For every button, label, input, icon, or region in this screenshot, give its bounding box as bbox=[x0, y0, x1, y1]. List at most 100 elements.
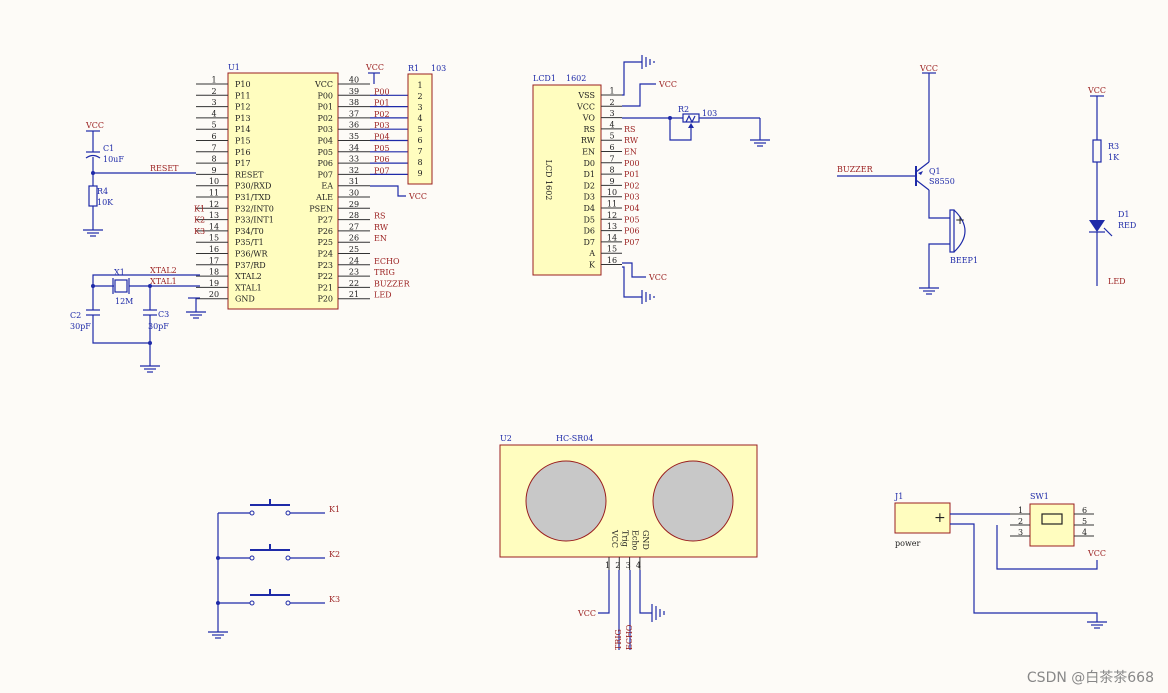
c1-plate-curved-icon bbox=[85, 154, 101, 159]
reset-circuit: VCC C1 10uF RESET R4 10K bbox=[83, 121, 196, 237]
lcd-pin-number: 6 bbox=[609, 143, 614, 152]
mcu-pin-number: 2 bbox=[211, 87, 216, 96]
c3-value: 30pF bbox=[148, 322, 169, 331]
mcu-pin-name: P05 bbox=[317, 148, 333, 157]
mcu-pin-name: P23 bbox=[317, 261, 333, 270]
lcd-pin-number: 10 bbox=[607, 188, 617, 197]
lcd-pin-name: EN bbox=[582, 148, 595, 157]
u2-part: HC-SR04 bbox=[556, 434, 593, 443]
lcd-pin-net-label: P00 bbox=[624, 159, 640, 168]
led-net-label: LED bbox=[1108, 277, 1126, 286]
crystal-value: 12M bbox=[115, 297, 133, 306]
mcu-pin-net-label: K1 bbox=[194, 204, 205, 213]
r3-resistor-icon bbox=[1092, 139, 1102, 163]
mcu-pin-name: P12 bbox=[235, 103, 251, 112]
lcd-pin-number: 7 bbox=[609, 154, 614, 163]
lcd-pin-net-label: P07 bbox=[624, 238, 640, 247]
mcu-pin-name: ALE bbox=[315, 193, 333, 202]
lcd-body-label: LCD 1602 bbox=[544, 160, 553, 201]
c3-ref: C3 bbox=[158, 310, 169, 319]
mcu-pin-name: P04 bbox=[317, 137, 333, 146]
mcu-pin-number: 34 bbox=[349, 143, 359, 152]
receiver-icon bbox=[652, 460, 734, 542]
mcu-pin-net-label: P07 bbox=[374, 166, 390, 175]
key-contact-icon bbox=[285, 510, 291, 516]
lcd-pin-name: D6 bbox=[583, 227, 595, 236]
lcd-pin-name: D1 bbox=[583, 170, 595, 179]
c2-value: 30pF bbox=[70, 322, 91, 331]
c2-ref: C2 bbox=[70, 311, 81, 320]
mcu-pin-number: 33 bbox=[349, 155, 359, 164]
buzzer-beep-icon bbox=[953, 209, 966, 253]
mcu-pin-number: 11 bbox=[209, 189, 219, 198]
mcu-pin-name: PSEN bbox=[309, 204, 333, 213]
resnet-pin-number: 1 bbox=[417, 81, 422, 90]
mcu-pin-number: 1 bbox=[211, 76, 216, 85]
lcd-pin-name: A bbox=[588, 249, 595, 258]
mcu-pin-net-label: K3 bbox=[194, 227, 205, 236]
ea-vcc: VCC bbox=[370, 185, 427, 201]
lcd-pin-name: RS bbox=[583, 125, 595, 134]
vcc-label: VCC bbox=[648, 273, 667, 282]
r4-ref: R4 bbox=[97, 187, 108, 196]
ultrasonic-pin-number: 3 bbox=[626, 561, 631, 570]
mcu-pin-number: 19 bbox=[209, 279, 219, 288]
mcu-pin-name: RESET bbox=[235, 170, 264, 179]
switch-pin-number: 5 bbox=[1082, 517, 1087, 526]
pot-value: 103 bbox=[702, 109, 717, 118]
crystal-ground-icon bbox=[140, 365, 160, 373]
lcd-pin-name: RW bbox=[581, 136, 596, 145]
xtal2-net-label: XTAL2 bbox=[150, 266, 177, 275]
mcu-pin-name: P20 bbox=[317, 295, 333, 304]
vcc-label: VCC bbox=[365, 63, 384, 72]
mcu-pin-name: P15 bbox=[235, 137, 251, 146]
mcu-pin-number: 18 bbox=[209, 268, 219, 277]
resnet-pin-number: 8 bbox=[417, 158, 422, 167]
ultrasonic-pin-name: VCC bbox=[610, 529, 619, 548]
q1-ref: Q1 bbox=[929, 167, 941, 176]
lcd-body bbox=[532, 84, 602, 276]
lcd-pin-number: 4 bbox=[609, 120, 614, 129]
switch-pin-number: 3 bbox=[1018, 528, 1023, 537]
resnet-pin-number: 5 bbox=[417, 125, 422, 134]
d1-color: RED bbox=[1118, 221, 1136, 230]
mcu-pin-name: P17 bbox=[235, 159, 251, 168]
lcd-pin-number: 8 bbox=[609, 166, 614, 175]
crystal-icon bbox=[114, 279, 128, 293]
mcu-pin-name: XTAL2 bbox=[235, 272, 262, 281]
lcd-vss-ground-icon bbox=[645, 57, 655, 67]
lcd-pin-net-label: P04 bbox=[624, 204, 640, 213]
mcu-pin-name: P00 bbox=[317, 91, 333, 100]
pot-ground-icon bbox=[750, 139, 770, 147]
mcu-pin-net-label: P00 bbox=[374, 87, 390, 96]
resnet-pin-number: 7 bbox=[417, 147, 422, 156]
r3-value: 1K bbox=[1108, 153, 1120, 162]
mcu-pin-net-label: BUZZER bbox=[374, 279, 411, 288]
lcd-pin-name: D3 bbox=[583, 193, 595, 202]
lcd-pin-net-label: RW bbox=[624, 136, 639, 145]
lcd-pin-number: 11 bbox=[607, 200, 617, 209]
mcu-pin-name: P07 bbox=[317, 170, 333, 179]
mcu-pin-number: 17 bbox=[209, 256, 219, 265]
vcc-label: VCC bbox=[1087, 86, 1106, 95]
mcu-ground-icon bbox=[186, 311, 206, 319]
mcu-pin-number: 23 bbox=[349, 268, 359, 277]
mcu-pin-name: P10 bbox=[235, 80, 251, 89]
lcd-pin-number: 2 bbox=[609, 98, 614, 107]
lcd-pin-net-label: P01 bbox=[624, 170, 640, 179]
power-ground-icon bbox=[1087, 621, 1107, 629]
key-net-label: K1 bbox=[329, 505, 340, 514]
mcu-pin-name: P13 bbox=[235, 114, 251, 123]
ultrasonic-pin-name: GND bbox=[641, 530, 650, 550]
d1-ref: D1 bbox=[1118, 210, 1130, 219]
mcu-pin-name: P30/RXD bbox=[235, 182, 271, 191]
mcu-pin-name: VCC bbox=[314, 80, 333, 89]
lcd-pin-name: VSS bbox=[577, 91, 595, 100]
resnet-pin-number: 2 bbox=[417, 92, 422, 101]
